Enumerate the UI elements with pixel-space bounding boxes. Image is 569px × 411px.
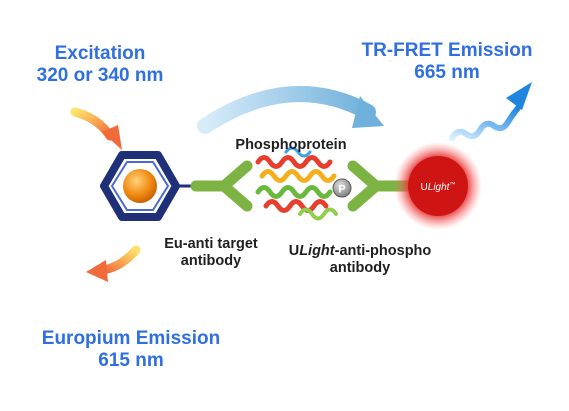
ulight-dye-label: ULight™ [421, 181, 456, 193]
energy-transfer-arc [197, 86, 384, 134]
ulight-antibody-line1: ULight-anti-phospho [288, 243, 432, 259]
europium-ion [123, 169, 157, 203]
tr-fret-emission-label: TR-FRET Emission 665 nm [358, 40, 536, 85]
europium-emission-arrow [86, 245, 141, 282]
europium-emission-label: Europium Emission 615 nm [33, 328, 229, 373]
eu-antibody-line1: Eu-anti target [164, 236, 258, 252]
eu-anti-target-antibody-label: Eu-anti target antibody [146, 236, 276, 270]
tr-fret-emission-wave [449, 82, 532, 141]
excitation-label: Excitation 320 or 340 nm [33, 43, 167, 88]
phospho-group: P [332, 178, 352, 198]
ulight-antibody-line2: antibody [329, 260, 391, 277]
tr-fret-wavelength: 665 nm [414, 62, 480, 84]
ulight-dye: ULight™ [394, 142, 482, 230]
europium-chelate [100, 151, 196, 221]
phospho-label: P [338, 184, 345, 196]
excitation-wavelength: 320 or 340 nm [36, 65, 164, 87]
eu-anti-target-antibody-shape [190, 160, 253, 212]
phosphoprotein-label: Phosphoprotein [235, 137, 347, 153]
europium-emission-wavelength: 615 nm [98, 350, 164, 372]
excitation-title: Excitation [54, 43, 146, 64]
europium-emission-title: Europium Emission [41, 328, 221, 349]
excitation-arrow [70, 107, 122, 150]
tr-fret-title: TR-FRET Emission [361, 40, 533, 61]
eu-antibody-line2: antibody [180, 253, 242, 270]
phosphoprotein-structure [255, 146, 338, 221]
ulight-anti-phospho-antibody-label: ULight-anti-phospho antibody [277, 243, 443, 277]
